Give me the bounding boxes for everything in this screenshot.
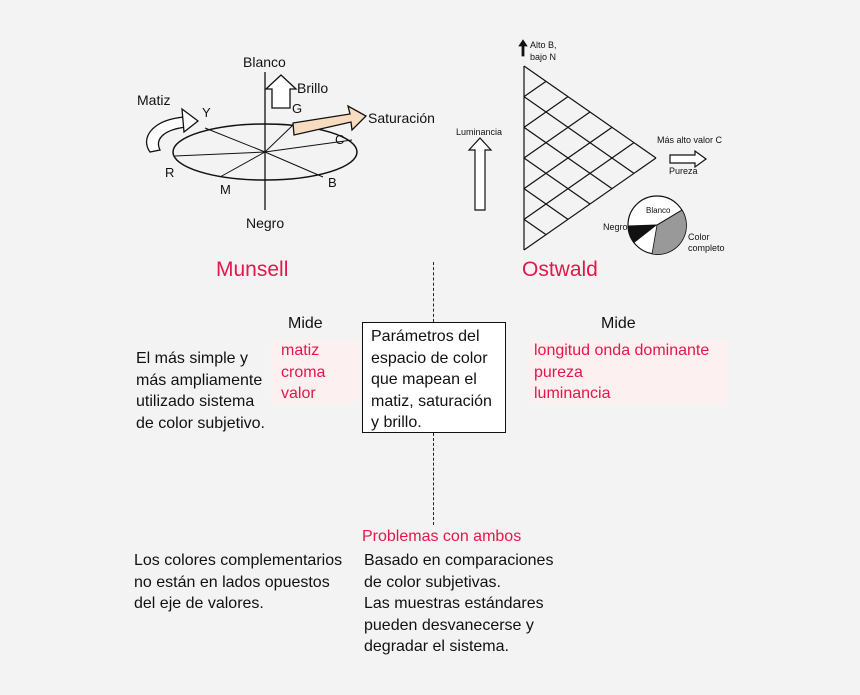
ostwald-grid: [523, 65, 657, 251]
munsell-description: El más simple y más ampliamente utilizad…: [136, 348, 265, 434]
problem-line: del eje de valores.: [134, 595, 264, 612]
box-line: Parámetros del: [371, 328, 480, 345]
label-color: Color: [688, 232, 710, 242]
ostwald-mide-label: Mide: [601, 315, 636, 332]
description-line: más ampliamente: [136, 371, 263, 389]
divider-top: [433, 262, 434, 322]
box-line: espacio de color: [371, 349, 488, 367]
ostwald-measures: longitud onda dominante pureza luminanci…: [530, 340, 728, 402]
munsell-measure-item: valor: [281, 385, 316, 402]
problem-line: pueden desvanecerse y: [364, 616, 534, 634]
label-r: R: [165, 165, 174, 180]
luminancia-arrow-icon: [467, 137, 493, 211]
label-pureza: Pureza: [669, 166, 698, 176]
grid-line: [523, 126, 613, 190]
label-m: M: [220, 182, 231, 197]
hue-circle: [172, 123, 358, 181]
hue-spokes: [174, 124, 353, 178]
ostwald-measure-item: pureza: [534, 363, 583, 381]
label-pie-blanco: Blanco: [646, 206, 671, 215]
grid-line: [523, 157, 591, 205]
pureza-arrow-icon: [669, 149, 708, 169]
brillo-arrow-icon: [264, 74, 298, 109]
munsell-diagram: Blanco Negro Brillo Matiz Saturación Y G…: [137, 54, 435, 231]
alto-b-arrow-icon: [518, 39, 528, 57]
label-c: C: [335, 132, 344, 147]
description-line: utilizado sistema: [136, 393, 255, 410]
label-saturacion: Saturación: [368, 110, 435, 126]
box-line: y brillo.: [371, 414, 422, 431]
saturacion-arrow-icon: [292, 104, 368, 136]
label-luminancia: Luminancia: [456, 127, 502, 137]
ostwald-pie: [627, 195, 687, 255]
munsell-measure-item: matiz: [281, 342, 320, 359]
ostwald-measure-item: longitud onda dominante: [534, 342, 710, 359]
grid-line: [523, 111, 591, 159]
label-mas-alto-valor-c: Más alto valor C: [657, 135, 723, 145]
label-g: G: [292, 101, 302, 116]
label-y: Y: [202, 105, 211, 120]
munsell-mide-label: Mide: [288, 315, 323, 332]
grid-line: [523, 218, 547, 236]
label-bajo-n: bajo N: [530, 52, 556, 62]
description-line: de color subjetivo.: [136, 414, 265, 432]
label-brillo: Brillo: [297, 80, 328, 96]
problem-line: de color subjetivas.: [364, 573, 501, 591]
label-completo: completo: [688, 243, 725, 253]
munsell-measures: matiz croma valor: [271, 340, 359, 402]
grid-line: [523, 96, 635, 174]
grid-line: [523, 96, 569, 128]
matiz-curved-arrow-icon: [145, 107, 200, 153]
label-pie-negro: Negro: [603, 222, 628, 232]
label-alto-b: Alto B,: [530, 40, 557, 50]
problem-line: Las muestras estándares: [364, 595, 544, 612]
grid-line: [523, 80, 547, 98]
ostwald-diagram: Alto B, bajo N Luminancia Más alto valor…: [456, 39, 725, 255]
problem-line: degradar el sistema.: [364, 638, 509, 655]
description-line: El más simple y: [136, 350, 249, 367]
parameters-box: Parámetros del espacio de color que mape…: [362, 322, 506, 433]
label-b: B: [328, 175, 337, 190]
munsell-problem: Los colores complementarios no están en …: [134, 550, 342, 615]
grid-line: [523, 142, 635, 220]
problems-title: Problemas con ambos: [362, 528, 522, 545]
ostwald-measure-item: luminancia: [534, 385, 611, 402]
problem-line: Los colores complementarios: [134, 552, 343, 569]
box-line: matiz, saturación: [371, 392, 492, 410]
problem-line: Basado en comparaciones: [364, 552, 554, 569]
munsell-measure-item: croma: [281, 363, 326, 381]
ostwald-title: Ostwald: [522, 258, 598, 281]
divider-bottom: [433, 433, 434, 525]
label-blanco: Blanco: [243, 54, 286, 70]
label-matiz: Matiz: [137, 92, 170, 108]
label-negro: Negro: [246, 215, 284, 231]
problem-line: no están en lados opuestos: [134, 573, 330, 591]
box-line: que mapean el: [371, 371, 477, 388]
grid-line: [523, 188, 569, 220]
shared-problems: Basado en comparaciones de color subjeti…: [364, 550, 553, 658]
munsell-title: Munsell: [216, 258, 289, 281]
